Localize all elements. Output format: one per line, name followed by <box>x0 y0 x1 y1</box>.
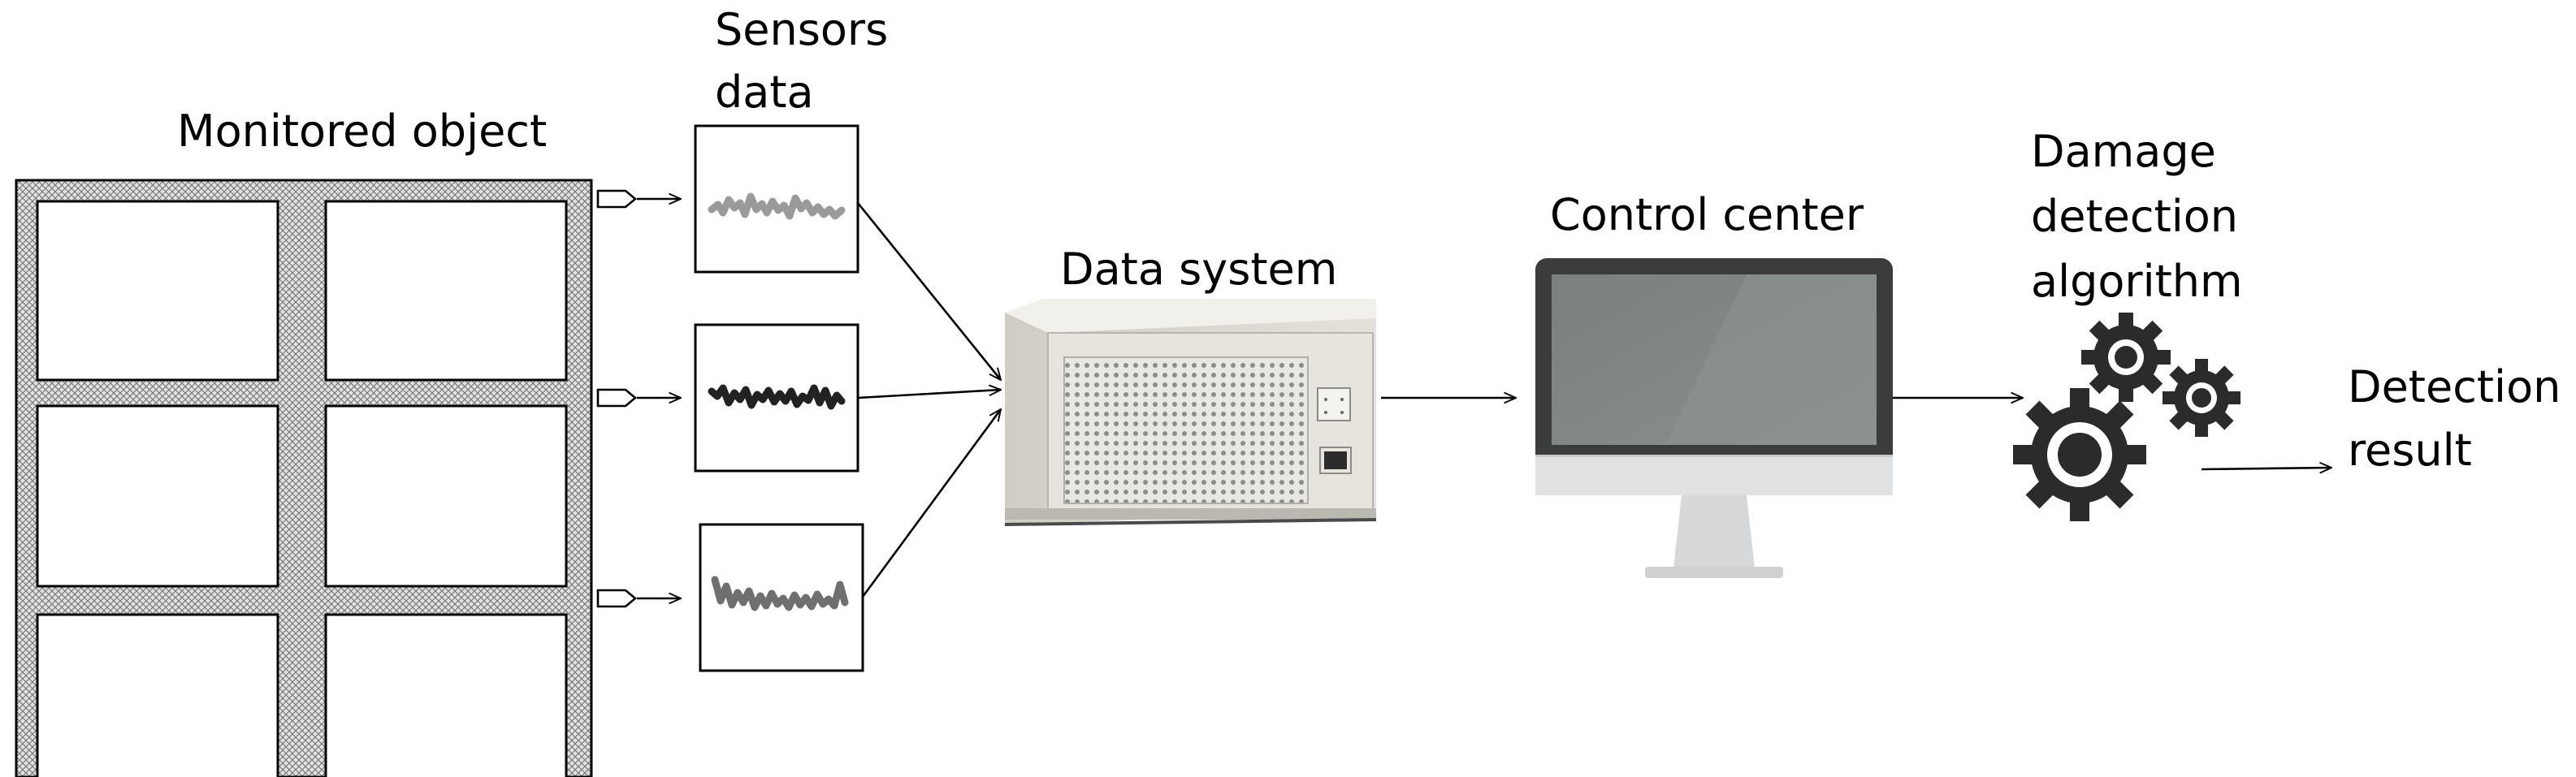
frame-panel <box>36 613 279 777</box>
frame-panel <box>36 200 279 382</box>
signal-box <box>694 323 859 473</box>
damage-label-line2: detection <box>2031 191 2239 242</box>
data-system-icon <box>1004 299 1377 526</box>
control-center-label: Control center <box>1550 189 1864 240</box>
sensors-data-label-line1: Sensors <box>715 4 889 55</box>
gear-icon <box>2013 388 2146 521</box>
arrow-icon <box>857 390 1001 399</box>
signal-icon <box>711 576 849 611</box>
gear-icon <box>2081 313 2171 402</box>
signal-box <box>694 124 859 274</box>
monitored-object-label: Monitored object <box>177 106 548 157</box>
sensors-data-label-line2: data <box>715 67 814 118</box>
signal-box <box>699 523 864 672</box>
detection-result-label-line2: result <box>2348 425 2472 476</box>
frame-panel <box>324 404 568 588</box>
detection-result-label-line1: Detection <box>2348 361 2561 412</box>
building-frame-icon <box>15 179 593 777</box>
frame-panel <box>324 613 568 777</box>
frame-panel <box>324 200 568 382</box>
arrow-icon <box>861 409 1001 598</box>
arrow-icon <box>856 202 1001 380</box>
gear-icon <box>2163 359 2240 437</box>
monitor-icon <box>1535 258 1893 578</box>
signal-icon <box>708 192 846 220</box>
damage-label-line1: Damage <box>2031 126 2216 177</box>
sensor-icon <box>596 189 638 608</box>
damage-label-line3: algorithm <box>2031 256 2243 307</box>
signal-icon <box>708 384 846 410</box>
frame-panel <box>36 404 279 588</box>
data-system-label: Data system <box>1060 244 1338 295</box>
arrow-icon <box>2201 468 2331 469</box>
